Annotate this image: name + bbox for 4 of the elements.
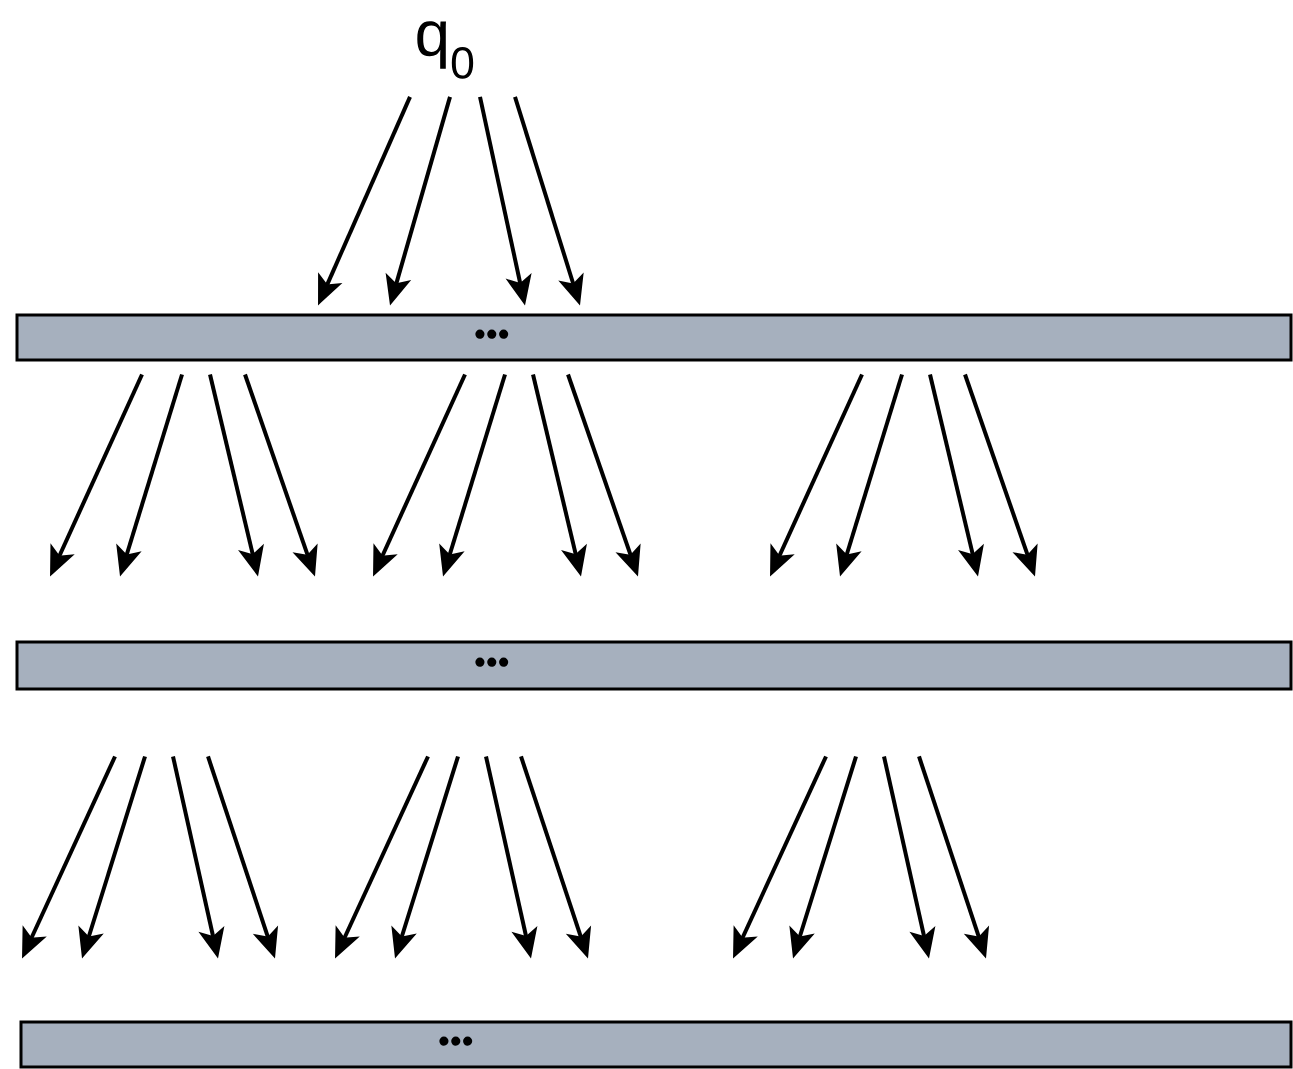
bar: ••• <box>15 640 1293 691</box>
bar: ••• <box>15 313 1293 362</box>
state-label: q$_{0}$ <box>417 21 474 79</box>
bar: ••• <box>19 1020 1293 1069</box>
